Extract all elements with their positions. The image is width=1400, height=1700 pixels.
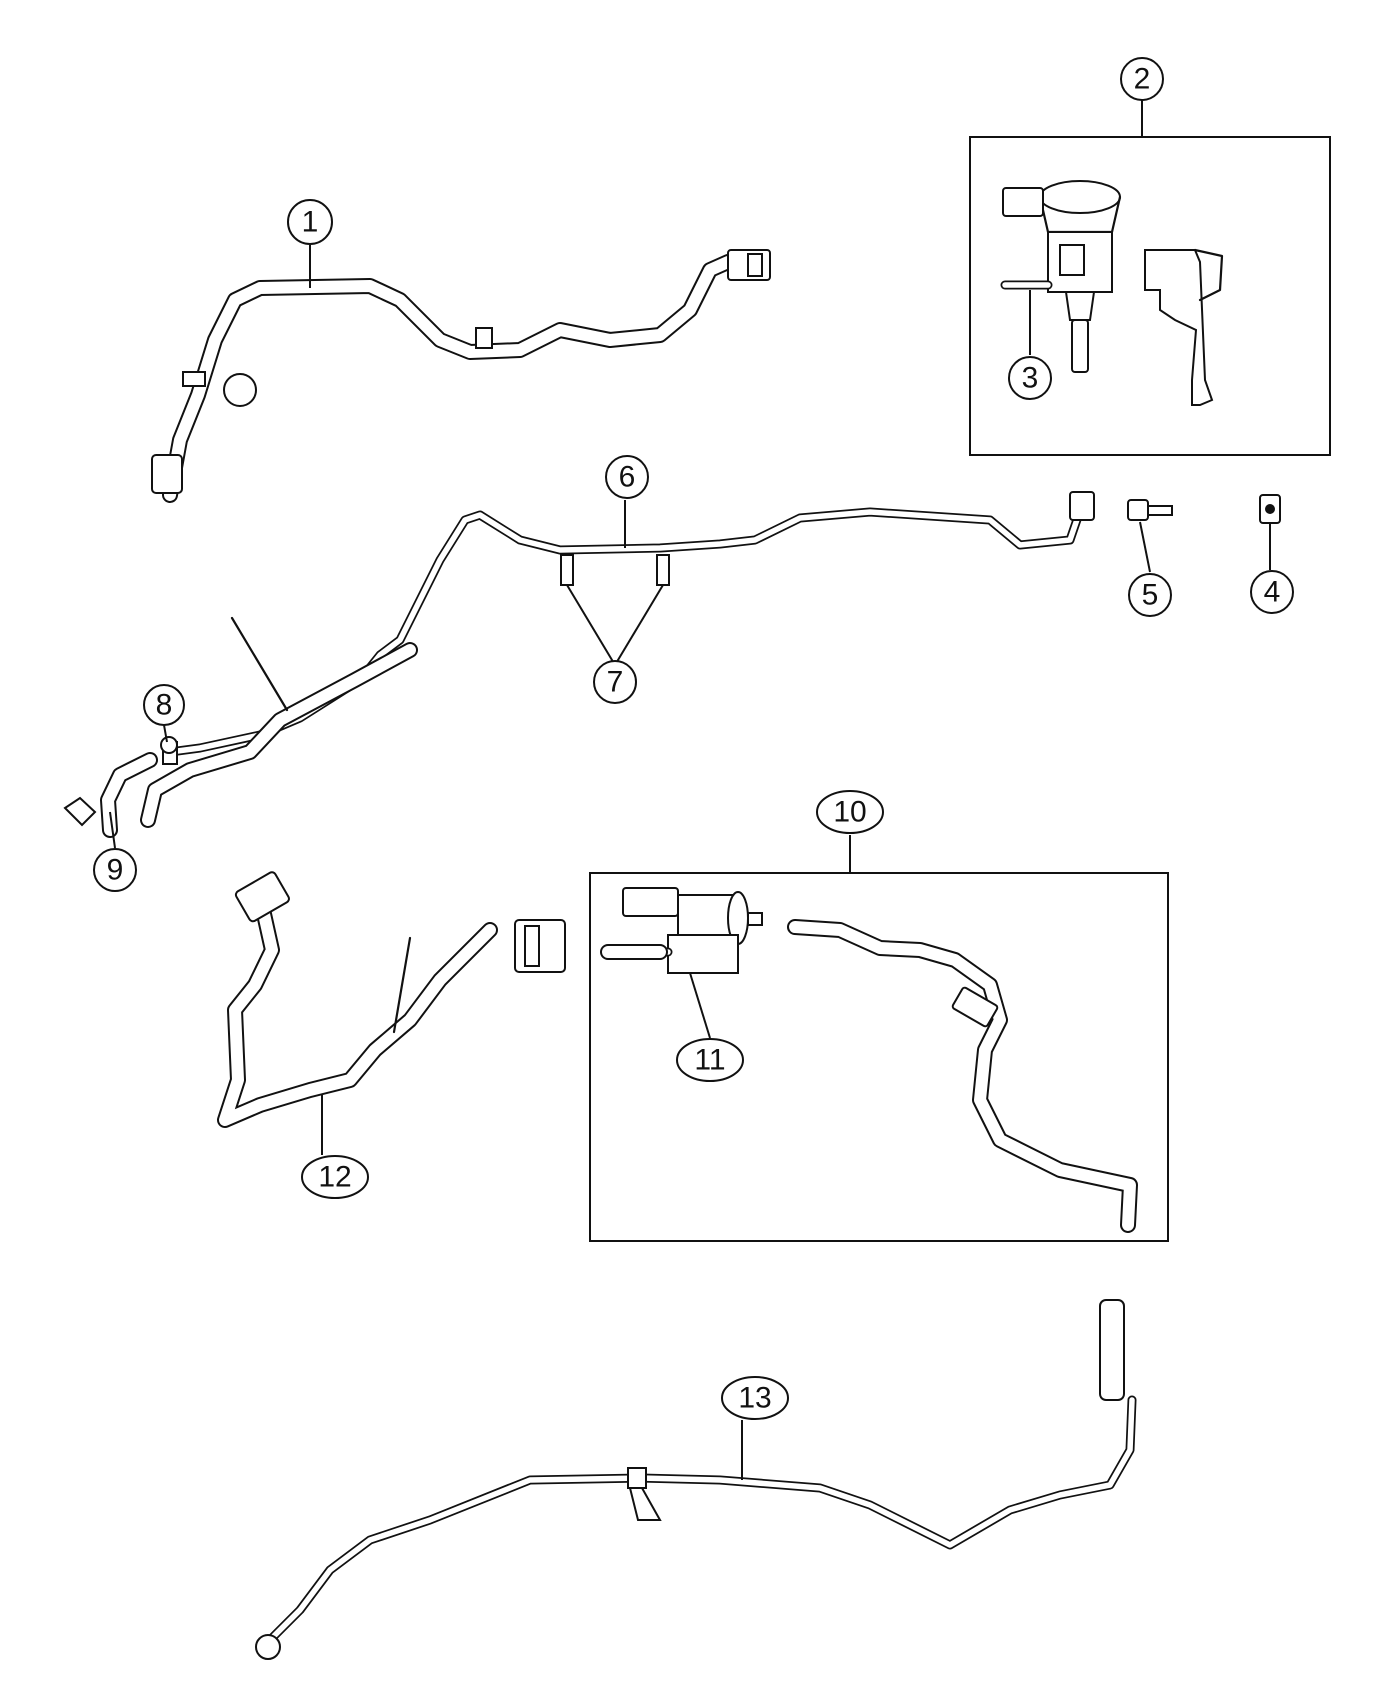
part-13-hose[interactable] xyxy=(255,1299,1137,1660)
callout-12: 12 xyxy=(301,1155,369,1199)
part-5-bolt[interactable] xyxy=(1127,499,1173,521)
part-2-kit-box xyxy=(969,136,1331,456)
part-7-connectors[interactable] xyxy=(560,554,670,586)
part-10-hose[interactable] xyxy=(787,919,1138,1233)
part-12-hose[interactable] xyxy=(217,871,566,1128)
callout-1: 1 xyxy=(287,199,333,245)
callout-2: 2 xyxy=(1120,57,1164,101)
part-4-nut[interactable] xyxy=(1259,494,1281,524)
leader-7a xyxy=(566,584,616,666)
svg-text:8: 8 xyxy=(156,689,173,722)
svg-text:9: 9 xyxy=(107,854,124,887)
callout-13: 13 xyxy=(721,1376,789,1420)
part-11-valve[interactable] xyxy=(600,887,763,974)
leader-11 xyxy=(689,972,711,1039)
callout-6: 6 xyxy=(605,455,649,499)
svg-text:13: 13 xyxy=(738,1382,771,1415)
callout-9: 9 xyxy=(93,848,137,892)
leader-7b xyxy=(614,584,664,666)
svg-text:3: 3 xyxy=(1022,362,1039,395)
leader-8 xyxy=(163,724,168,743)
callout-7: 7 xyxy=(593,660,637,704)
svg-text:6: 6 xyxy=(619,461,636,494)
callout-3: 3 xyxy=(1008,356,1052,400)
part-8-clamp[interactable] xyxy=(160,736,178,754)
svg-text:1: 1 xyxy=(302,206,319,239)
part-9-clip[interactable] xyxy=(63,796,97,827)
leader-5 xyxy=(1139,521,1151,573)
svg-text:7: 7 xyxy=(607,666,624,699)
svg-text:12: 12 xyxy=(318,1161,351,1194)
svg-text:2: 2 xyxy=(1134,63,1151,96)
callout-10: 10 xyxy=(816,790,884,834)
leader-9 xyxy=(109,811,116,849)
svg-text:10: 10 xyxy=(833,796,866,829)
part-1-hose[interactable] xyxy=(151,249,771,503)
callout-4: 4 xyxy=(1250,570,1294,614)
svg-text:4: 4 xyxy=(1264,576,1281,609)
svg-text:11: 11 xyxy=(694,1044,725,1077)
filler-neck[interactable] xyxy=(100,616,418,838)
part-10-kit-box xyxy=(589,872,1169,1242)
callout-11: 11 xyxy=(676,1038,744,1082)
part-3-purge-valve[interactable] xyxy=(1000,180,1122,373)
bracket[interactable] xyxy=(1144,248,1224,406)
callout-8: 8 xyxy=(143,684,185,726)
svg-text:5: 5 xyxy=(1142,579,1159,612)
callout-5: 5 xyxy=(1128,573,1172,617)
